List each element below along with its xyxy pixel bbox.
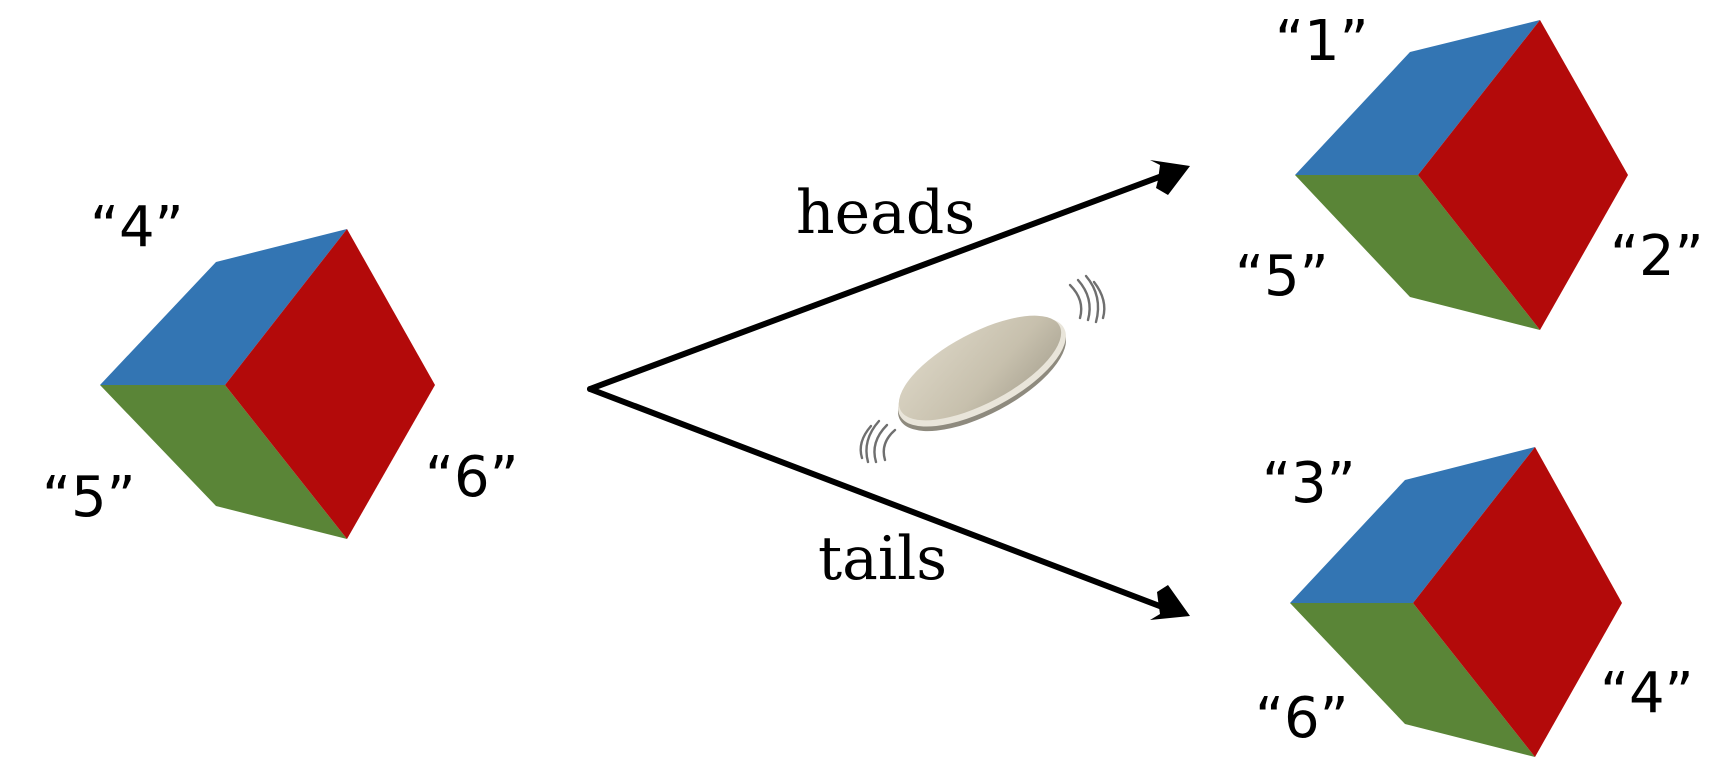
initial-cube-left-face [100, 385, 347, 539]
heads-cube-top-label: “1” [1275, 9, 1369, 74]
initial-cube-top-label: “4” [90, 195, 184, 260]
heads-cube-top-face [1295, 20, 1540, 175]
heads-cube-right-label: “2” [1610, 224, 1704, 289]
heads-label: heads [796, 178, 975, 248]
heads-cube [1295, 20, 1628, 330]
tails-arrow [587, 386, 1190, 620]
tails-cube-top-face [1290, 447, 1535, 603]
heads-cube-left-face [1295, 175, 1540, 330]
tails-cube [1290, 447, 1622, 757]
tails-cube-right-face [1413, 447, 1622, 757]
tails-label: tails [818, 524, 947, 594]
tails-cube-top-label: “3” [1262, 451, 1356, 516]
initial-cube-right-face [225, 229, 435, 539]
heads-arrow [587, 160, 1190, 392]
initial-cube-top-face [100, 229, 347, 385]
initial-cube-left-label: “5” [42, 465, 136, 530]
heads-cube-right-face [1418, 20, 1628, 330]
tails-cube-left-label: “6” [1255, 686, 1349, 751]
initial-cube-right-label: “6” [425, 445, 519, 510]
tails-cube-right-label: “4” [1600, 661, 1694, 726]
tails-cube-left-face [1290, 603, 1535, 757]
spinning-coin-icon [859, 274, 1106, 464]
heads-cube-left-label: “5” [1235, 244, 1329, 309]
initial-cube [100, 229, 435, 539]
